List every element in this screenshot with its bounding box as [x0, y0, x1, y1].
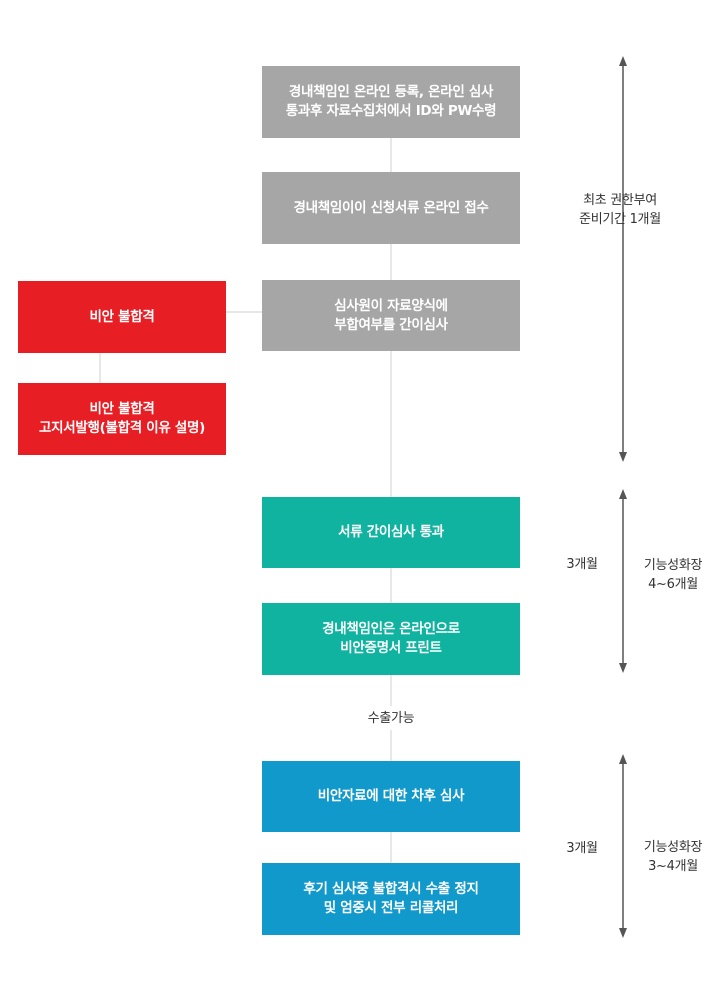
step-online-register-label: 경내책임인 온라인 등록, 온라인 심사 통과후 자료수집처에서 ID와 PW수… — [285, 84, 497, 119]
arrow-head-down-icon — [619, 928, 627, 938]
arrow-head-down-icon — [619, 663, 627, 673]
phase1-duration-label: 최초 권한부여 준비기간 1개월 — [579, 193, 661, 227]
step-simple-review-label: 심사원이 자료양식에 부합여부를 간이심사 — [334, 297, 448, 333]
step-post-review: 비안자료에 대한 차후 심사 — [262, 761, 520, 832]
arrow-head-up-icon — [619, 754, 627, 764]
step-review-passed-label: 서류 간이심사 통과 — [338, 524, 444, 540]
step-post-review-label: 비안자료에 대한 차후 심사 — [317, 788, 465, 804]
step-rejected-label: 비안 불합격 — [89, 308, 155, 325]
arrow-head-up-icon — [619, 489, 627, 499]
step-submit-documents: 경내책임이이 신청서류 온라인 접수 — [262, 172, 520, 244]
arrow-head-up-icon — [619, 56, 627, 66]
step-export-suspension: 후기 심사중 불합격시 수출 정지 및 엄중시 전부 리콜처리 — [262, 863, 520, 935]
arrow-head-down-icon — [619, 452, 627, 462]
step-export-suspension-label: 후기 심사중 불합격시 수출 정지 및 엄중시 전부 리콜처리 — [303, 881, 479, 916]
step-online-register: 경내책임인 온라인 등록, 온라인 심사 통과후 자료수집처에서 ID와 PW수… — [262, 66, 520, 138]
phase3-short-label: 3개월 — [566, 841, 598, 856]
export-available-label: 수출가능 — [367, 711, 415, 726]
step-print-certificate: 경내책임인은 온라인으로 비안증명서 프린트 — [262, 603, 520, 675]
phase2-long-label: 기능성화장 4~6개월 — [643, 558, 703, 592]
step-review-passed: 서류 간이심사 통과 — [262, 497, 520, 568]
step-rejected: 비안 불합격 — [18, 281, 226, 353]
step-rejection-notice-label: 비안 불합격 고지서발행(불합격 이유 설명) — [39, 401, 205, 436]
step-rejection-notice: 비안 불합격 고지서발행(불합격 이유 설명) — [18, 383, 226, 455]
phase3-long-label: 기능성화장 3~4개월 — [643, 840, 703, 874]
phase2-short-label: 3개월 — [566, 557, 598, 572]
step-simple-review: 심사원이 자료양식에 부합여부를 간이심사 — [262, 280, 520, 351]
step-print-certificate-label: 경내책임인은 온라인으로 비안증명서 프린트 — [322, 621, 460, 656]
step-submit-documents-label: 경내책임이이 신청서류 온라인 접수 — [293, 199, 489, 216]
